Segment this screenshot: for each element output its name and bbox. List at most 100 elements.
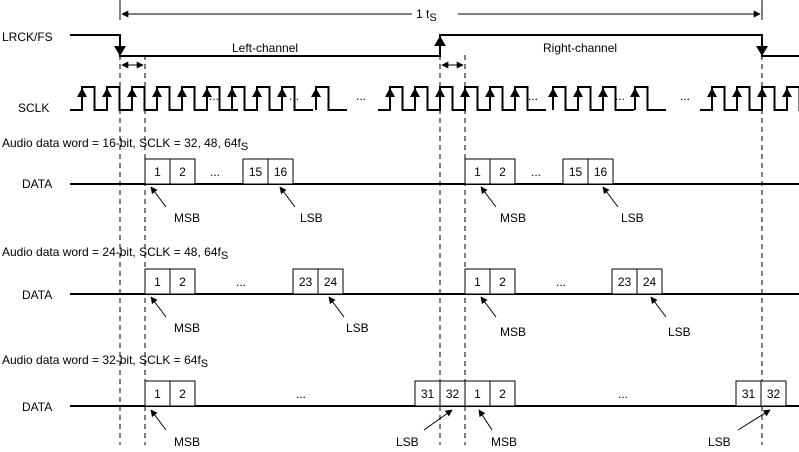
bit-label: 1 [154,165,161,179]
lsb-arrow [328,296,345,318]
rising-edge-arrow [77,88,87,97]
period-label-bg [412,4,458,22]
left-bit-boxes: 1 2 ... 23 24 [144,268,344,295]
section-title: Audio data word = 16-bit, SCLK = 32, 48,… [2,136,248,153]
sclk-signal: SCLK ... ... ... ... ... ... [18,86,799,115]
period-dimension: 1 tS [121,4,761,24]
msb-arrow [150,409,167,431]
lsb-label: LSB [621,211,644,225]
bit-label: 31 [742,387,756,401]
section-24-bit: Audio data word = 24-bit, SCLK = 48, 64f… [2,245,799,339]
bit-label: 31 [421,387,435,401]
bit-label: 1 [474,387,481,401]
msb-arrow [150,296,167,318]
lsb-label: LSB [396,435,419,449]
bit-label: 1 [474,165,481,179]
period-label: 1 tS [416,7,437,24]
bit-box [464,158,491,185]
bit-box [439,380,466,407]
section-16-bit: Audio data word = 16-bit, SCLK = 32, 48,… [2,136,799,225]
bit-label: 1 [474,275,481,289]
section-32-bit: Audio data word = 32-bit, SCLK = 64fS DA… [2,353,799,449]
bit-box [636,268,663,295]
bit-box [292,268,319,295]
sclk-waveform [70,86,799,111]
bit-box [144,158,171,185]
bit-label: 2 [499,275,506,289]
bit-label: 16 [594,165,608,179]
rising-edge-arrow [311,88,321,97]
rising-edge-arrow [434,36,446,46]
msb-label: MSB [500,211,526,225]
sclk-segment [315,86,347,111]
sclk-segment [70,86,238,111]
rising-edge-arrow [630,88,640,97]
lrck-signal: LRCK/FS Left-channel Right-channel [2,30,799,69]
lsb-arrow [423,409,453,431]
lsb-arrow [650,296,667,318]
bit-label: 2 [179,165,186,179]
lsb-label: LSB [300,211,323,225]
msb-arrow [480,186,497,208]
bit-box [169,380,196,407]
bit-label: 24 [324,275,338,289]
ellipsis: ... [289,89,299,103]
lsb-arrow [602,186,619,208]
bit-label: 16 [274,165,288,179]
ellipsis: ... [556,275,566,289]
bit-box [464,268,491,295]
rising-edge-arrow [252,88,262,97]
right-bit-boxes: 1 2 ... 23 24 [464,268,663,295]
rising-edge-arrow [177,88,187,97]
rising-edge-arrow [102,88,112,97]
bit-label: 15 [249,165,263,179]
sclk-segment [634,86,666,111]
ellipsis: ... [615,89,625,103]
left-bit-boxes: 1 2 ... 15 16 [144,158,294,185]
bit-label: 24 [643,275,657,289]
sclk-segment [700,86,799,111]
bit-label: 15 [569,165,583,179]
sclk-segment [552,86,634,111]
rising-edge-arrow [410,88,420,97]
lsb-arrow [279,186,296,208]
rising-edge-arrow [227,88,237,97]
msb-label: MSB [491,435,517,449]
section-title: Audio data word = 24-bit, SCLK = 48, 64f… [2,245,228,262]
sclk-label: SCLK [18,101,49,115]
rising-edge-arrow [598,88,608,97]
rising-edge-arrow [732,88,742,97]
rising-edge-arrow [202,88,212,97]
bit-box [144,380,171,407]
ellipsis: ... [680,89,690,103]
bit-box [760,380,787,407]
rising-edge-arrow [385,88,395,97]
rising-edge-arrow [460,88,470,97]
msb-arrow [150,186,167,208]
data-label: DATA [22,177,52,191]
lrck-label: LRCK/FS [2,30,53,44]
bit-label: 2 [499,387,506,401]
rising-edge-arrow [707,88,717,97]
bit-box [464,380,491,407]
rising-edge-arrow [548,88,558,97]
ellipsis: ... [531,165,541,179]
ellipsis: ... [296,387,306,401]
msb-arrow [480,296,497,318]
right-bit-boxes: 1 2 ... 15 16 [464,158,614,185]
rising-edge-arrow [485,88,495,97]
msb-arrow [478,409,493,431]
rising-edge-arrow [127,88,137,97]
bit-box [317,268,344,295]
bit-box [489,268,516,295]
lsb-label: LSB [668,325,691,339]
bit-label: 23 [618,275,632,289]
falling-edge-arrow [114,46,126,56]
bit-box [242,158,269,185]
falling-edge-arrow [756,46,768,56]
bit-label: 2 [499,165,506,179]
bit-label: 32 [446,387,460,401]
lsb-label: LSB [346,321,369,335]
ellipsis: ... [356,89,366,103]
